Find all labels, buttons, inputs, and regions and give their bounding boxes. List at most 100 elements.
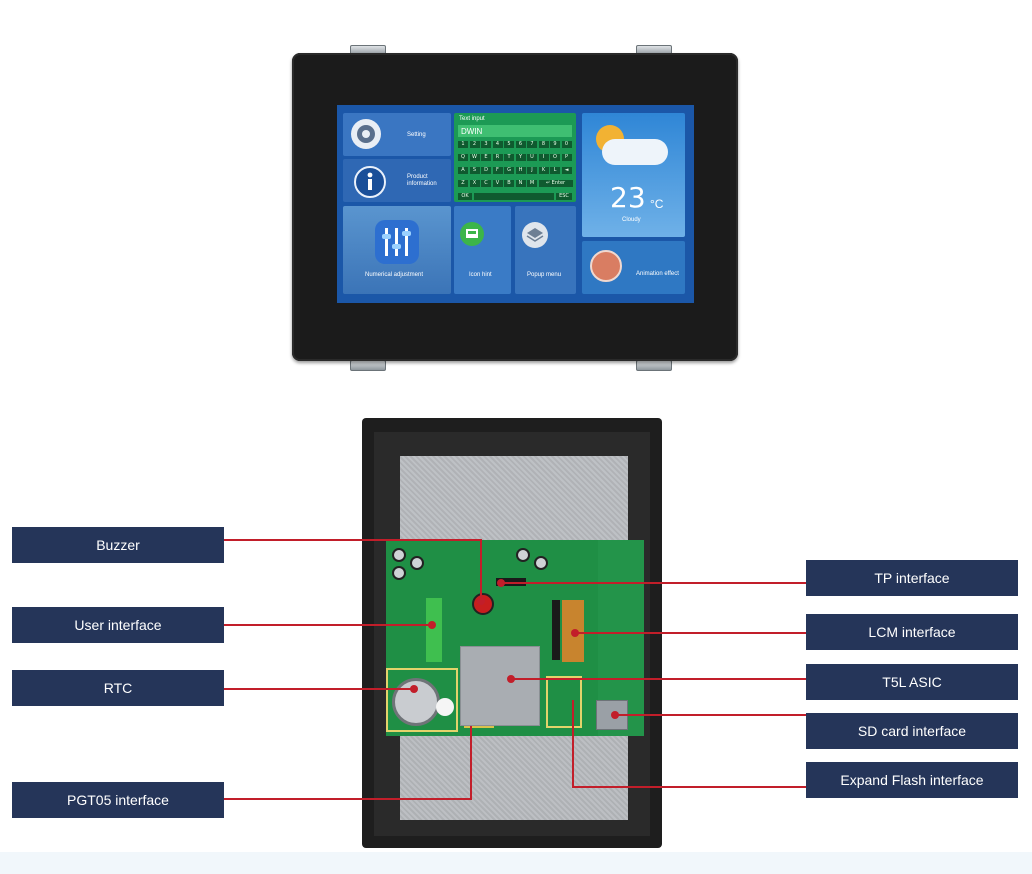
keyboard-key[interactable]: V [492, 180, 503, 187]
keyboard-key[interactable]: X [469, 180, 480, 187]
keyboard-key[interactable]: I [538, 154, 549, 161]
leader-dot-buzzer [477, 597, 485, 605]
product-info-tile[interactable]: Product information [343, 159, 451, 202]
keyboard-key[interactable]: G [504, 167, 514, 174]
info-icon [354, 166, 386, 198]
keyboard-key[interactable]: 2 [469, 141, 480, 148]
label-user-interface: User interface [12, 607, 224, 643]
keyboard-key[interactable]: 9 [550, 141, 560, 148]
keyboard-key[interactable]: A [458, 167, 468, 174]
keyboard-key[interactable]: P [561, 154, 572, 161]
leader-dot-tp [497, 579, 505, 587]
leader-user-interface [224, 624, 430, 626]
lcm-connector [552, 600, 560, 660]
numerical-label: Numerical adjustment [365, 272, 424, 278]
label-flash: Expand Flash interface [806, 762, 1018, 798]
leader-buzzer [480, 539, 482, 599]
capacitor [392, 566, 406, 580]
key-esc[interactable]: ESC [556, 193, 572, 200]
keyboard-key[interactable]: H [515, 167, 526, 174]
rtc-footprint [386, 668, 458, 732]
keyboard-key[interactable]: B [504, 180, 514, 187]
keyboard-key[interactable]: 1 [458, 141, 468, 148]
keyboard-key[interactable]: S [469, 167, 480, 174]
rtc-crystal [436, 698, 454, 716]
keyboard-key[interactable]: 4 [492, 141, 503, 148]
keyboard-key[interactable]: F [492, 167, 503, 174]
keyboard-key[interactable]: R [492, 154, 503, 161]
user-interface-terminal [426, 598, 442, 662]
keyboard-key[interactable]: L [550, 167, 560, 174]
capacitor [410, 556, 424, 570]
layers-icon [522, 222, 548, 248]
label-pgt05: PGT05 interface [12, 782, 224, 818]
setting-label: Setting [407, 132, 426, 138]
keyboard-key[interactable]: Z [458, 180, 468, 187]
keyboard-key[interactable]: 6 [515, 141, 526, 148]
slider-icon [375, 220, 419, 264]
animation-effect-tile[interactable]: Animation effect [582, 241, 685, 294]
gear-icon [351, 119, 381, 149]
flash-footprint [546, 676, 582, 728]
capacitor [392, 548, 406, 562]
icon-hint-label: Icon hint [469, 272, 492, 278]
keyboard-key[interactable]: 0 [561, 141, 572, 148]
t5l-asic-shield [460, 646, 540, 726]
keyboard-key[interactable]: U [527, 154, 537, 161]
text-input-field[interactable]: DWIN [458, 125, 572, 137]
keyboard-key[interactable]: T [504, 154, 514, 161]
keyboard-key[interactable]: 5 [504, 141, 514, 148]
weather-tile[interactable]: 23 °C Cloudy [582, 113, 685, 237]
mount-clip [636, 360, 672, 371]
leader-flash [572, 700, 574, 788]
popup-menu-label: Popup menu [527, 272, 562, 278]
leader-rtc [224, 688, 412, 690]
display-screen: Setting Product information Numerical ad… [337, 105, 694, 303]
icon-hint-tile[interactable]: Icon hint [454, 206, 511, 294]
keyboard-key[interactable]: 7 [527, 141, 537, 148]
setting-tile[interactable]: Setting [343, 113, 451, 156]
label-rtc: RTC [12, 670, 224, 706]
key-space[interactable] [474, 193, 554, 200]
keyboard-key[interactable]: C [481, 180, 491, 187]
leader-dot-sd [611, 711, 619, 719]
keyboard-key[interactable]: Y [515, 154, 526, 161]
keyboard-key[interactable]: E [481, 154, 491, 161]
keyboard-key[interactable]: K [538, 167, 549, 174]
label-sd: SD card interface [806, 713, 1018, 749]
keyboard-key[interactable]: 8 [538, 141, 549, 148]
cloud-icon [602, 139, 668, 165]
leader-flash [572, 786, 806, 788]
keyboard-key[interactable]: Q [458, 154, 468, 161]
keyboard-key[interactable]: ◄ [561, 167, 572, 174]
metal-plate-top [400, 456, 628, 546]
label-lcm: LCM interface [806, 614, 1018, 650]
keyboard-key[interactable]: W [469, 154, 480, 161]
leader-dot-lcm [571, 629, 579, 637]
temperature-value: 23 [610, 181, 646, 214]
leader-buzzer [224, 539, 482, 541]
label-tp: TP interface [806, 560, 1018, 596]
keyboard-key[interactable]: M [527, 180, 537, 187]
leader-pgt05 [224, 798, 472, 800]
weather-label: Cloudy [622, 217, 641, 223]
animation-label: Animation effect [636, 271, 679, 277]
leader-tp [500, 582, 806, 584]
key-ok[interactable]: OK [458, 193, 472, 200]
label-buzzer: Buzzer [12, 527, 224, 563]
keyboard-key[interactable]: ↵ Enter [538, 180, 573, 187]
capacitor [516, 548, 530, 562]
leader-pgt05 [470, 726, 472, 800]
keyboard-key[interactable]: J [527, 167, 537, 174]
popup-menu-tile[interactable]: Popup menu [515, 206, 576, 294]
mount-clip [350, 360, 386, 371]
icon-hint-icon [460, 222, 484, 246]
keyboard-key[interactable]: D [481, 167, 491, 174]
keyboard-key[interactable]: O [550, 154, 560, 161]
numerical-adjustment-tile[interactable]: Numerical adjustment [343, 206, 451, 294]
keyboard-key[interactable]: 3 [481, 141, 491, 148]
keyboard-key[interactable]: N [515, 180, 526, 187]
leader-sd [614, 714, 806, 716]
metal-plate-bottom [400, 736, 628, 820]
